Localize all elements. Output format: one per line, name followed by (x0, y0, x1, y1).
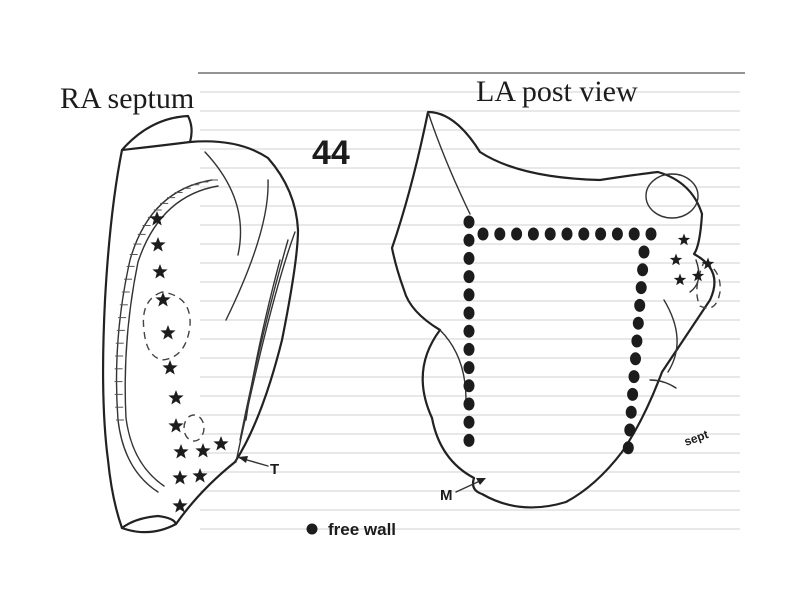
la-post-view-panel: LA post view sept M (390, 75, 721, 509)
lesion-dot (463, 251, 475, 265)
la-outline (390, 110, 716, 509)
lesion-dot (630, 352, 641, 366)
lesion-dot (578, 227, 590, 241)
ra-septum-panel: RA septum T (60, 82, 300, 534)
lesion-dot (463, 324, 475, 338)
mitral-label: M (440, 487, 453, 504)
fossa-ovalis (142, 291, 191, 361)
lesion-dot (622, 441, 634, 455)
lesion-dot (463, 361, 475, 375)
lesion-dot (628, 227, 640, 241)
lesion-dot (511, 227, 523, 241)
lesion-dot (628, 370, 640, 384)
right-upper-pv (427, 111, 471, 215)
ra-lesion-stars (149, 211, 229, 513)
lesion-dot (463, 233, 475, 247)
lesion-dot (635, 281, 647, 295)
right-lower-pv (439, 329, 467, 401)
lesion-dot (463, 342, 475, 356)
lesion-star (213, 436, 229, 451)
ra-outline (101, 140, 300, 534)
lesion-star (155, 292, 171, 307)
lesion-dot (632, 316, 644, 330)
lesion-dot (645, 227, 657, 241)
lesion-star (195, 443, 211, 458)
la-appendage-dashed (696, 261, 721, 309)
lesion-dot (625, 405, 637, 419)
lesion-dot (631, 334, 643, 348)
left-lower-pv (663, 299, 678, 373)
lesion-star (173, 444, 189, 459)
legend-dot-marker (306, 523, 318, 535)
lesion-star (691, 269, 705, 282)
lesion-star (701, 257, 715, 270)
lesion-dot (463, 288, 475, 302)
crista-hatching (114, 179, 218, 421)
lesion-dot (494, 227, 506, 241)
lesion-dot (463, 379, 475, 393)
tricuspid-leaflet-1 (235, 231, 296, 463)
tricuspid-leaflet-3 (245, 259, 281, 421)
lesion-dot (544, 227, 556, 241)
lesion-star (168, 390, 184, 405)
appendage-fold-2 (225, 179, 269, 321)
coronary-sinus (183, 414, 205, 442)
lesion-star (149, 211, 165, 226)
lesion-star (150, 237, 166, 252)
la-appendage-ostium (649, 379, 677, 389)
mitral-pointer (455, 479, 483, 493)
lesion-star (192, 468, 208, 483)
lesion-dot (627, 387, 639, 401)
lesion-star (172, 470, 188, 485)
la-post-view-title: LA post view (476, 75, 638, 108)
left-upper-pv-ostium (645, 173, 699, 219)
lesion-dot (527, 227, 539, 241)
septum-label: sept (682, 427, 710, 449)
lesion-dot (561, 227, 573, 241)
legend: free wall (306, 520, 396, 539)
lesion-star (168, 418, 184, 433)
legend-label: free wall (328, 520, 396, 539)
lesion-star (677, 233, 691, 246)
lesion-dot (637, 263, 649, 277)
la-lesion-stars (669, 233, 715, 286)
lesion-dot (463, 306, 475, 320)
appendage-fold-1 (204, 151, 242, 256)
lesion-star (152, 264, 168, 279)
ivc-opening (120, 514, 178, 530)
lesion-dot (595, 227, 607, 241)
tricuspid-leaflet-2 (239, 239, 289, 441)
la-lesion-dots (463, 215, 657, 455)
ra-septum-title: RA septum (60, 82, 194, 115)
crista-terminalis (115, 179, 213, 493)
lesion-dot (463, 433, 475, 447)
lesion-dot (624, 423, 636, 437)
lesion-dot (463, 270, 475, 284)
lesion-dot (477, 227, 489, 241)
tricuspid-label: T (270, 461, 279, 478)
mitral-pointer-head (476, 478, 486, 485)
lesion-star (673, 273, 687, 286)
lesion-dot (611, 227, 623, 241)
lesion-dot (463, 415, 475, 429)
lesion-dot (463, 397, 475, 411)
lesion-dot (463, 215, 475, 229)
crista-terminalis-inner (124, 185, 219, 487)
lesion-star (160, 325, 176, 340)
lesion-dot (638, 245, 650, 259)
lesion-star (162, 360, 178, 375)
lesion-star (669, 253, 683, 266)
svc-opening (120, 114, 193, 152)
figure-number: 44 (312, 134, 350, 172)
tricuspid-pointer-head (238, 456, 248, 463)
lesion-star (172, 498, 188, 513)
lesion-dot (634, 298, 646, 312)
